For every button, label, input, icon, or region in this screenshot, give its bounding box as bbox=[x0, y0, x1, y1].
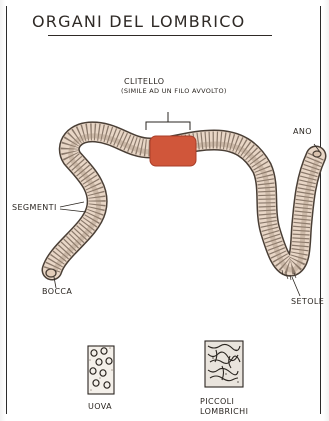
clitellum-bracket bbox=[146, 112, 190, 130]
label-bocca: BOCCA bbox=[42, 287, 72, 296]
setole-pointer bbox=[292, 277, 300, 296]
clitellum bbox=[150, 136, 196, 166]
label-clitello: CLITELLO bbox=[124, 77, 164, 86]
label-segmenti: SEGMENTI bbox=[12, 203, 57, 212]
mouth-tip bbox=[46, 269, 56, 277]
label-clitello-note: (SIMILE AD UN FILO AVVOLTO) bbox=[121, 87, 227, 95]
anus-tip bbox=[313, 151, 321, 157]
label-setole: SETOLE bbox=[291, 297, 324, 306]
eggs-illustration bbox=[88, 345, 114, 394]
label-uova: UOVA bbox=[88, 402, 112, 411]
small-worms-illustration bbox=[205, 341, 243, 387]
segmenti-pointer-1 bbox=[60, 202, 84, 207]
label-ano: ANO bbox=[293, 127, 312, 136]
label-lombrichi: LOMBRICHI bbox=[200, 407, 248, 416]
label-piccoli: PICCOLI bbox=[200, 397, 234, 406]
segmenti-pointer-2 bbox=[60, 209, 86, 212]
